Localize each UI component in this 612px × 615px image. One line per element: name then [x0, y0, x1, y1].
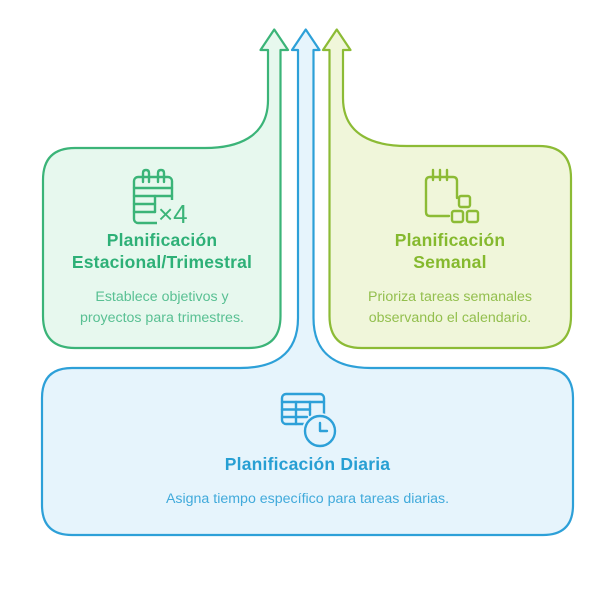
daily-card-shape	[40, 28, 575, 537]
seasonal-desc-line-2: proyectos para trimestres.	[79, 309, 244, 326]
seasonal-title-line-1: Planificación	[106, 230, 218, 250]
weekly-title-line-1: Planificación	[394, 230, 506, 250]
weekly-card-description: Prioriza tareas semanales observando el …	[329, 287, 571, 328]
weekly-title-line-2: Semanal	[413, 252, 487, 272]
daily-card-description: Asigna tiempo específico para tareas dia…	[42, 489, 573, 510]
weekly-desc-line-1: Prioriza tareas semanales	[367, 289, 532, 305]
daily-title-line-1: Planificación Diaria	[224, 454, 391, 474]
calendar-x4-icon: ×4	[132, 168, 191, 229]
seasonal-card-title: Planificación Estacional/Trimestral	[43, 229, 281, 273]
weekly-card-title: Planificación Semanal	[329, 229, 571, 273]
seasonal-card-description: Establece objetivos y proyectos para tri…	[43, 287, 281, 328]
weekly-desc-line-2: observando el calendario.	[368, 309, 532, 326]
seasonal-desc-line-1: Establece objetivos y	[95, 289, 229, 305]
weekly-card-shape	[321, 28, 573, 350]
notepad-blocks-icon	[424, 168, 480, 224]
seasonal-title-line-2: Estacional/Trimestral	[71, 252, 253, 272]
calendar-x4-badge: ×4	[158, 199, 188, 229]
daily-desc-line-1: Asigna tiempo específico para tareas dia…	[165, 491, 450, 507]
table-clock-icon	[280, 392, 338, 449]
daily-card-title: Planificación Diaria	[42, 453, 573, 475]
